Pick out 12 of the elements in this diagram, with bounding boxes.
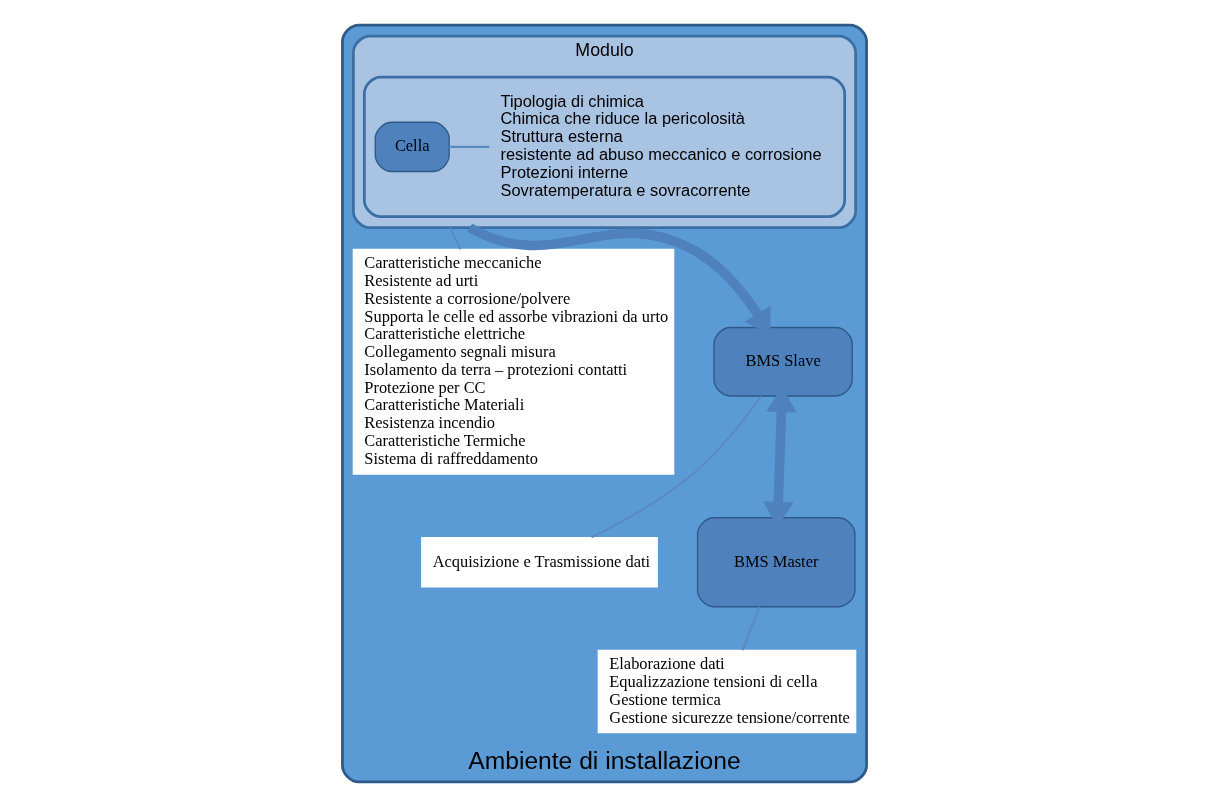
node-box: BMS Slave [713, 326, 853, 397]
node-box: Caratteristiche meccaniche Resistente ad urti Resistente a corrosione/polvere Supporta le celle ed assorbe vibrazioni da urto Caratteristiche elettriche Collegamento segnali misura Isolamento da terra – protezioni contatti Protezione per CC Caratteristiche Materiali Resistenza incendio Caratteristiche Termiche Sistema di raffreddamento [352, 248, 675, 475]
node-box: Cella [374, 121, 450, 173]
node-box: BMS Master [696, 517, 856, 608]
node-box: Acquisizione e Trasmissione dati [421, 536, 658, 588]
node-box: Elaborazione dati Equalizzazione tensioni di cella Gestione termica Gestione sicurezze tensione/corrente [597, 649, 857, 734]
connector [741, 606, 761, 651]
cluster [362, 75, 847, 219]
connector [591, 395, 762, 539]
connector [449, 145, 490, 148]
node-text: Tipologia di chimica Chimica che riduce la pericolosità Struttura esterna resistente ad abuso meccanico e corrosione Protezioni interne Sovratemperatura e sovracorrente [500, 91, 822, 199]
connector [449, 227, 462, 250]
